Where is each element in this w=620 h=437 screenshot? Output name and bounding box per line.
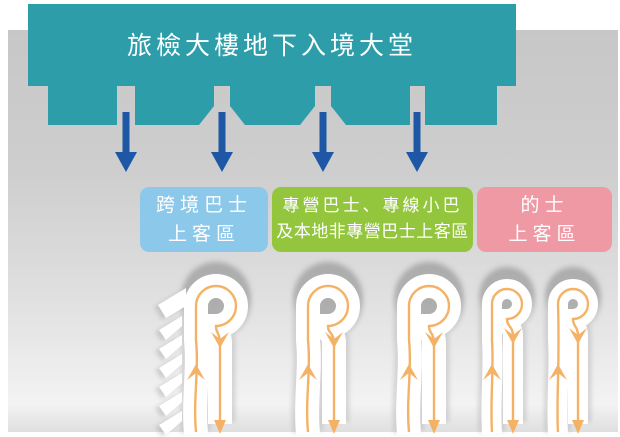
zone-label-line: 的士 [520,194,569,216]
up-arrow-icon [483,364,501,380]
down-arrow-tip-icon [507,420,519,434]
building-pier [135,85,214,125]
zone-label-line: 及本地非專營巴士上客區 [276,221,469,242]
down-chevron-icon [504,328,522,344]
zone-label-line: 上客區 [508,222,581,245]
down-chevron-icon [211,332,229,348]
building-pier [425,85,497,125]
loop-flow-lines [193,284,590,433]
down-chevron-icon [425,332,443,348]
building-main [28,4,516,86]
down-arrow-icon [115,112,137,172]
pickup-loop-roads [183,274,599,436]
down-arrow-tip-icon [428,420,440,434]
down-chevron-icon [569,328,587,344]
zone-label-line: 跨境巴士 [155,194,252,216]
exit-arrows [115,112,428,172]
down-chevron-icon [325,332,343,348]
down-arrow-tip-icon [572,420,584,434]
down-arrow-icon [406,112,428,172]
building-pier [331,85,410,125]
zone-label-line: 上客區 [167,222,240,245]
zone-label-line: 專營巴士、專線小巴 [282,196,463,216]
building-block [28,4,516,125]
building-pier [230,85,315,125]
up-arrow-icon [187,364,205,380]
down-arrow-icon [211,112,233,172]
flow-arrowheads [187,328,587,434]
sawtooth-marking [154,288,186,437]
up-arrow-icon [549,364,567,380]
loop-road-5 [547,279,599,435]
down-arrow-tip-icon [328,420,340,434]
down-arrow-icon [312,112,334,172]
building-title: 旅檢大樓地下入境大堂 [126,31,417,60]
down-arrow-tip-icon [214,420,226,434]
up-arrow-icon [400,364,418,380]
zone-label-taxi: 的士 上客區 [477,187,612,252]
up-arrow-icon [299,364,317,380]
building-pier [48,85,117,125]
zone-label-cross-boundary-bus: 跨境巴士 上客區 [140,187,268,252]
zone-label-franchised-bus: 專營巴士、專線小巴 及本地非專營巴士上客區 [272,187,473,252]
loop-road-4 [481,279,533,435]
